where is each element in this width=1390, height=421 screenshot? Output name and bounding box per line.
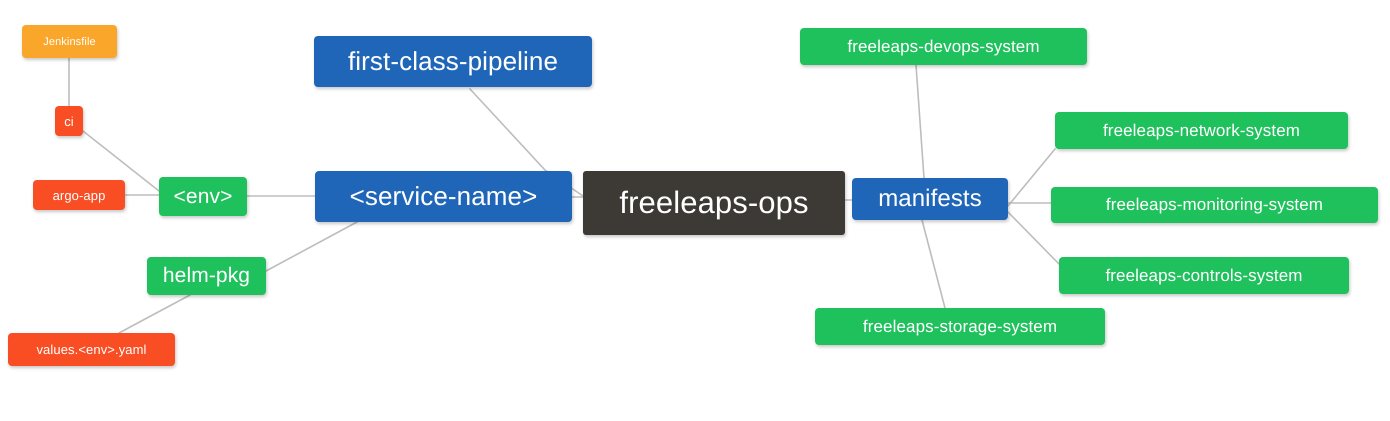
mindmap-node-freeleaps-network-system[interactable]: freeleaps-network-system bbox=[1055, 112, 1348, 149]
mindmap-node-freeleaps-ops[interactable]: freeleaps-ops bbox=[583, 171, 845, 235]
mindmap-node-helm-pkg[interactable]: helm-pkg bbox=[147, 257, 266, 295]
edge-service-name-to-helm-pkg bbox=[265, 221, 358, 272]
mindmap-node-jenkinsfile[interactable]: Jenkinsfile bbox=[22, 25, 117, 58]
mindmap-node-first-class-pipeline[interactable]: first-class-pipeline bbox=[314, 36, 592, 87]
edge-helm-pkg-to-values-env-yaml bbox=[118, 294, 191, 334]
edge-manifests-to-freeleaps-network-system bbox=[1007, 148, 1056, 207]
mindmap-node-freeleaps-monitoring-system[interactable]: freeleaps-monitoring-system bbox=[1051, 187, 1378, 223]
mindmap-node-freeleaps-controls-system[interactable]: freeleaps-controls-system bbox=[1059, 257, 1349, 294]
mindmap-node-env[interactable]: <env> bbox=[159, 177, 247, 216]
edge-manifests-to-freeleaps-devops-system bbox=[915, 64, 925, 179]
mindmap-node-values-env-yaml[interactable]: values.<env>.yaml bbox=[8, 333, 175, 366]
mindmap-node-freeleaps-storage-system[interactable]: freeleaps-storage-system bbox=[815, 308, 1105, 345]
mindmap-node-argo-app[interactable]: argo-app bbox=[33, 180, 125, 210]
mindmap-node-freeleaps-devops-system[interactable]: freeleaps-devops-system bbox=[800, 28, 1087, 65]
edge-manifests-to-freeleaps-storage-system bbox=[921, 219, 946, 309]
mindmap-node-ci[interactable]: ci bbox=[55, 106, 83, 136]
mindmap-node-service-name[interactable]: <service-name> bbox=[315, 171, 572, 222]
mindmap-node-manifests[interactable]: manifests bbox=[852, 178, 1008, 220]
